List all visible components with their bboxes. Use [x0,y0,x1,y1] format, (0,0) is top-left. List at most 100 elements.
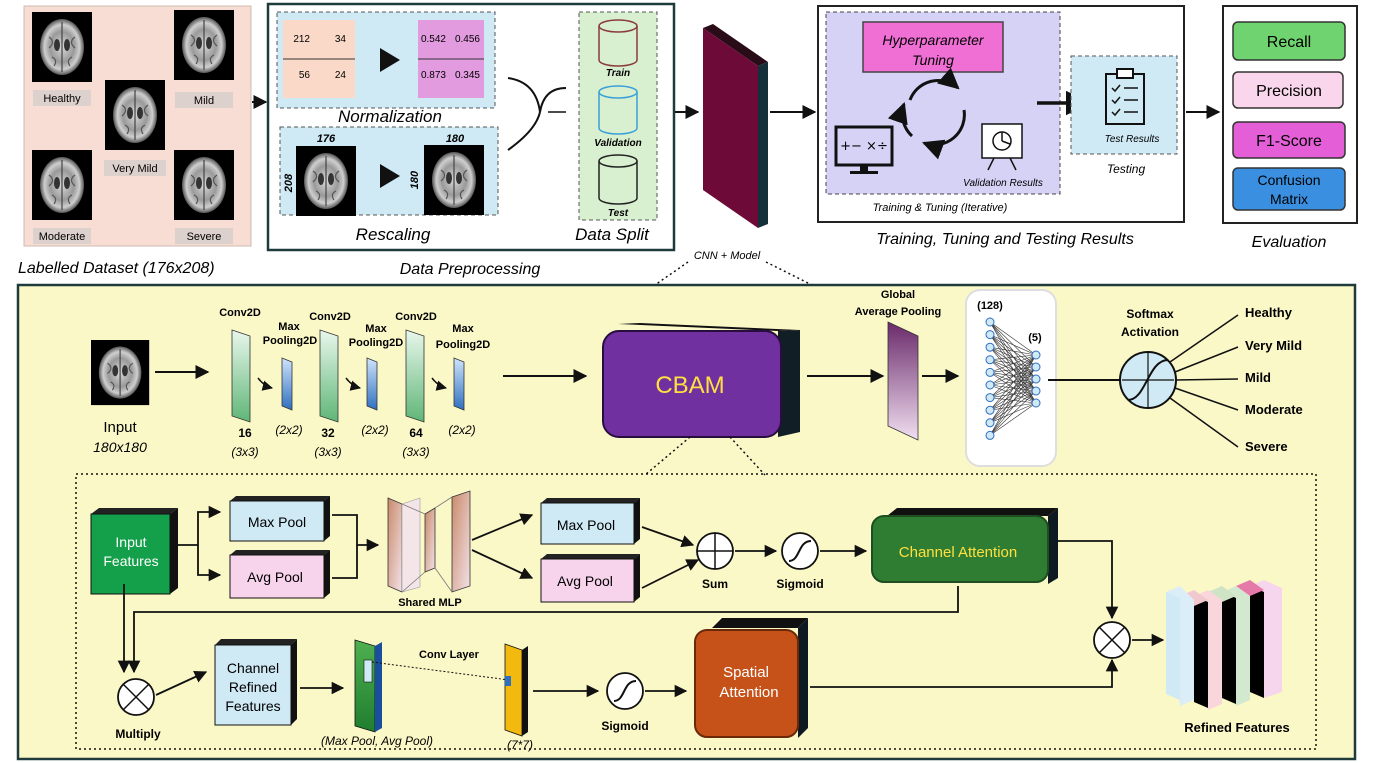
input-label: Input [103,419,137,436]
softmax-sigmoid-icon [1119,351,1177,409]
nn-node [985,405,995,415]
cbam-detail-box [75,473,1317,750]
split-test: Test [608,208,629,219]
max-pool-box-1 [229,496,330,542]
output-mild: Mild [1245,370,1271,385]
pool1-size: (2x2) [275,423,302,437]
nn-edge [989,321,1037,356]
cnn-block [703,24,768,228]
nn-edge [989,354,1037,386]
metric-precision: Precision [1256,83,1322,100]
raw-value: 56 [299,70,311,81]
label-bg [104,160,166,176]
metric-f1: F1-Score [1256,133,1322,150]
output-healthy: Healthy [1245,305,1293,320]
nn-node [1031,362,1041,372]
brain-scan-healthy [31,11,93,83]
after-height: 180 [409,170,421,189]
brain-scan-moderate [31,149,93,221]
multiply-label: Multiply [115,727,161,741]
before-height: 208 [283,173,295,193]
normalized-value: 0.456 [455,34,480,45]
avg-pool-box-2 [540,554,640,603]
normalized-value: 0.542 [421,34,446,45]
avg-pool-label-1: Avg Pool [247,569,303,585]
cbam-label: CBAM [655,372,724,399]
recall-box [1232,21,1346,61]
precision-box [1232,71,1344,109]
normalized-value: 0.873 [421,70,446,81]
pool-layer-2 [366,357,378,411]
arrow [1058,540,1119,620]
play-arrow-icon [380,164,400,188]
input-features-line-1: Input [115,534,146,550]
nn-node [985,393,995,403]
pool3-label-b: Pooling2D [436,339,490,351]
split-title: Data Split [575,225,650,244]
nn-edge [989,354,1037,436]
arrow [641,559,700,589]
pooled-feature-maps [354,639,382,733]
neural-network-graph [985,317,1041,440]
hyperparameter-box [862,21,1004,73]
conv-layer-1 [231,329,251,423]
conv1-filters: 16 [238,426,252,440]
arrow [471,549,534,579]
conv3-filters: 64 [409,426,423,440]
multiply-icon-2 [1093,621,1131,659]
test-cylinder-icon [598,154,638,205]
brain-before-rescale [295,145,357,217]
preprocessing-caption: Data Preprocessing [400,261,541,278]
shared-mlp-label: Shared MLP [398,597,462,609]
nn-node [1031,386,1041,396]
nn-node [1031,398,1041,408]
pool2-size: (2x2) [361,423,388,437]
conv3-kernel: (3x3) [402,445,429,459]
input-size: 180x180 [93,439,147,455]
train-cylinder-icon [598,19,638,67]
arrow [431,377,448,391]
output-very-mild: Very Mild [1245,338,1302,353]
gap-label-2: Average Pooling [855,306,941,318]
cycle-icon [887,67,966,160]
conv-layer-2 [319,329,339,423]
merge-brace [507,77,567,151]
rescaling-title: Rescaling [356,225,431,244]
sigmoid-label-1: Sigmoid [776,577,823,591]
kernel-size: (7*7) [507,738,533,752]
conv2-filters: 32 [321,426,335,440]
arrow [197,545,222,582]
before-width: 176 [317,133,336,145]
brain-after-rescale [423,144,485,216]
hyper-line-2: Tuning [912,52,954,68]
brain-scan-severe [173,149,235,221]
play-arrow-icon [380,48,400,72]
conv-layer-label: Conv Layer [419,649,480,661]
conv-layer-3 [405,329,425,423]
shared-mlp-graphic [387,490,471,593]
nn-edge [989,354,1037,373]
arrow [257,377,274,391]
input-features-line-2: Features [103,553,158,569]
arrow [810,658,1119,688]
raw-value: 34 [335,34,347,45]
sum-icon [696,532,734,570]
nn-edge [989,390,1037,436]
output-moderate: Moderate [1245,402,1303,417]
dataset-class-mild: Mild [194,95,214,107]
hyper-line-1: Hyperparameter [882,32,984,48]
label-bg [175,228,233,244]
max-pool-box-2 [540,498,640,545]
output-severe: Severe [1245,439,1288,454]
pool-layer-3 [453,357,465,411]
nn-node [985,330,995,340]
spatial-attention-line-1: Spatial [723,664,769,681]
testing-label: Testing [1107,162,1146,176]
sigmoid-icon-2 [606,672,644,710]
nn-node [1031,374,1041,384]
crf-line-2: Refined [229,679,277,695]
input-brain-image [90,339,150,406]
nn-edge [989,346,1037,356]
raw-value: 24 [335,70,347,81]
brain-scan-mild [173,9,235,81]
